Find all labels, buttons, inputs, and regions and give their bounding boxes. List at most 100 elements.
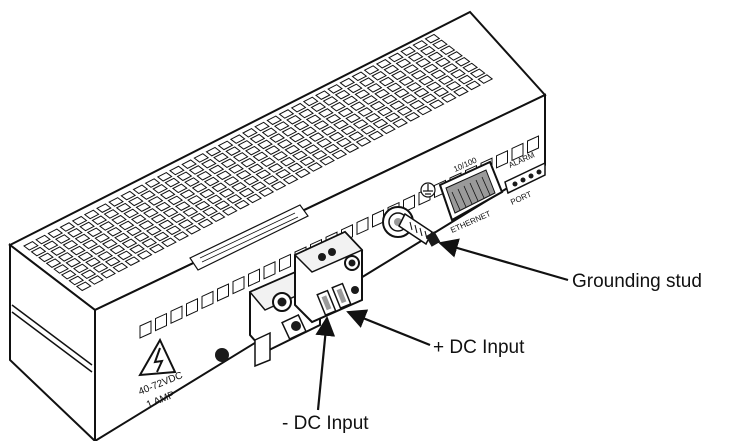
vent-slot [318, 108, 334, 118]
vent-slot [375, 58, 392, 69]
vent-slot [106, 226, 123, 237]
vent-slot [298, 108, 314, 119]
vent-slot [185, 224, 202, 235]
vent-slot [99, 221, 115, 231]
vent-slot [330, 101, 346, 112]
panel-vent-slot [186, 298, 198, 317]
vent-slot [439, 45, 456, 56]
vent-slot [203, 176, 220, 187]
vent-slot [410, 70, 427, 80]
vent-slot [432, 39, 448, 50]
vent-slot [465, 80, 481, 91]
vent-slot [396, 106, 413, 116]
vent-slot [94, 233, 111, 243]
vent-slot [275, 168, 291, 179]
vent-slot [123, 208, 140, 219]
panel-vent-slot [496, 150, 508, 169]
vent-slot [240, 157, 257, 168]
vent-slot [371, 71, 387, 81]
vent-slot [245, 145, 261, 156]
vent-slot [279, 156, 296, 167]
vent-slot [380, 124, 396, 135]
vent-slot [419, 45, 436, 56]
vent-slot [345, 113, 361, 124]
vent-slot [401, 94, 418, 104]
vent-slot [126, 226, 142, 237]
vent-slot [85, 257, 101, 267]
vent-slot [132, 184, 149, 195]
vent-slot [453, 86, 469, 97]
vent-slot [327, 84, 343, 94]
vent-slot [109, 244, 126, 255]
vent-slot [278, 109, 295, 119]
vent-slot [235, 169, 252, 180]
vent-slot [343, 143, 360, 153]
vent-slot [196, 170, 213, 181]
vent-slot [418, 75, 434, 86]
vent-slot [221, 206, 238, 216]
plus-dc-input-label: + DC Input [433, 337, 525, 358]
vent-slot [311, 150, 328, 160]
vent-slot [403, 64, 419, 74]
vent-slot [250, 181, 267, 192]
vent-slot [301, 126, 317, 137]
vent-slot [359, 77, 375, 87]
panel-vent-slot [170, 305, 183, 324]
vent-slot [23, 241, 39, 251]
vent-slot [425, 81, 442, 92]
vent-slot [121, 238, 138, 249]
vent-slot [351, 71, 368, 82]
vent-slot [217, 140, 234, 151]
vent-slot [281, 127, 298, 137]
vent-slot [71, 215, 88, 226]
vent-slot [136, 250, 153, 260]
vent-slot [124, 256, 141, 266]
vent-slot [225, 146, 241, 156]
vent-slot [346, 83, 363, 94]
vent-slot [193, 153, 210, 163]
vent-slot [287, 162, 304, 173]
vent-slot [273, 121, 290, 131]
vent-slot [148, 243, 165, 254]
vent-slot [237, 140, 254, 150]
vent-slot [404, 111, 421, 122]
vent-slot [112, 262, 129, 273]
vent-slot [276, 139, 293, 149]
vent-slot [216, 170, 232, 181]
vent-slot [339, 77, 356, 88]
vent-slot [290, 102, 307, 113]
vent-slot [319, 155, 335, 166]
vent-slot [337, 107, 354, 118]
panel-vent-slot [511, 142, 524, 162]
dc-terminal-block[interactable] [248, 230, 364, 368]
vent-slot [409, 99, 425, 110]
vent-slot [187, 195, 203, 205]
vent-slot [360, 125, 377, 135]
vent-slot [365, 112, 381, 123]
panel-vent-slot [139, 320, 152, 339]
vent-slot [255, 169, 272, 180]
vent-slot [197, 218, 214, 229]
vent-slot [232, 152, 249, 162]
vent-slot [378, 76, 395, 87]
vent-slot [406, 82, 422, 92]
vent-slot [111, 214, 127, 225]
vent-slot [243, 175, 260, 186]
grounding-stud[interactable] [382, 206, 441, 247]
panel-vent-slot [155, 312, 167, 332]
vent-slot [54, 234, 71, 244]
vent-slot [226, 194, 243, 204]
vent-slot [388, 52, 404, 63]
vent-slot [229, 134, 246, 144]
vent-slot [252, 151, 269, 162]
vent-slot [413, 87, 430, 98]
vent-slot [159, 189, 176, 200]
vent-slot [284, 144, 301, 155]
vent-slot [74, 233, 91, 244]
vent-slot [286, 114, 302, 125]
vent-slot [269, 133, 286, 143]
vent-slot [355, 137, 372, 147]
vent-slot [75, 281, 92, 292]
vent-slot [369, 100, 386, 111]
